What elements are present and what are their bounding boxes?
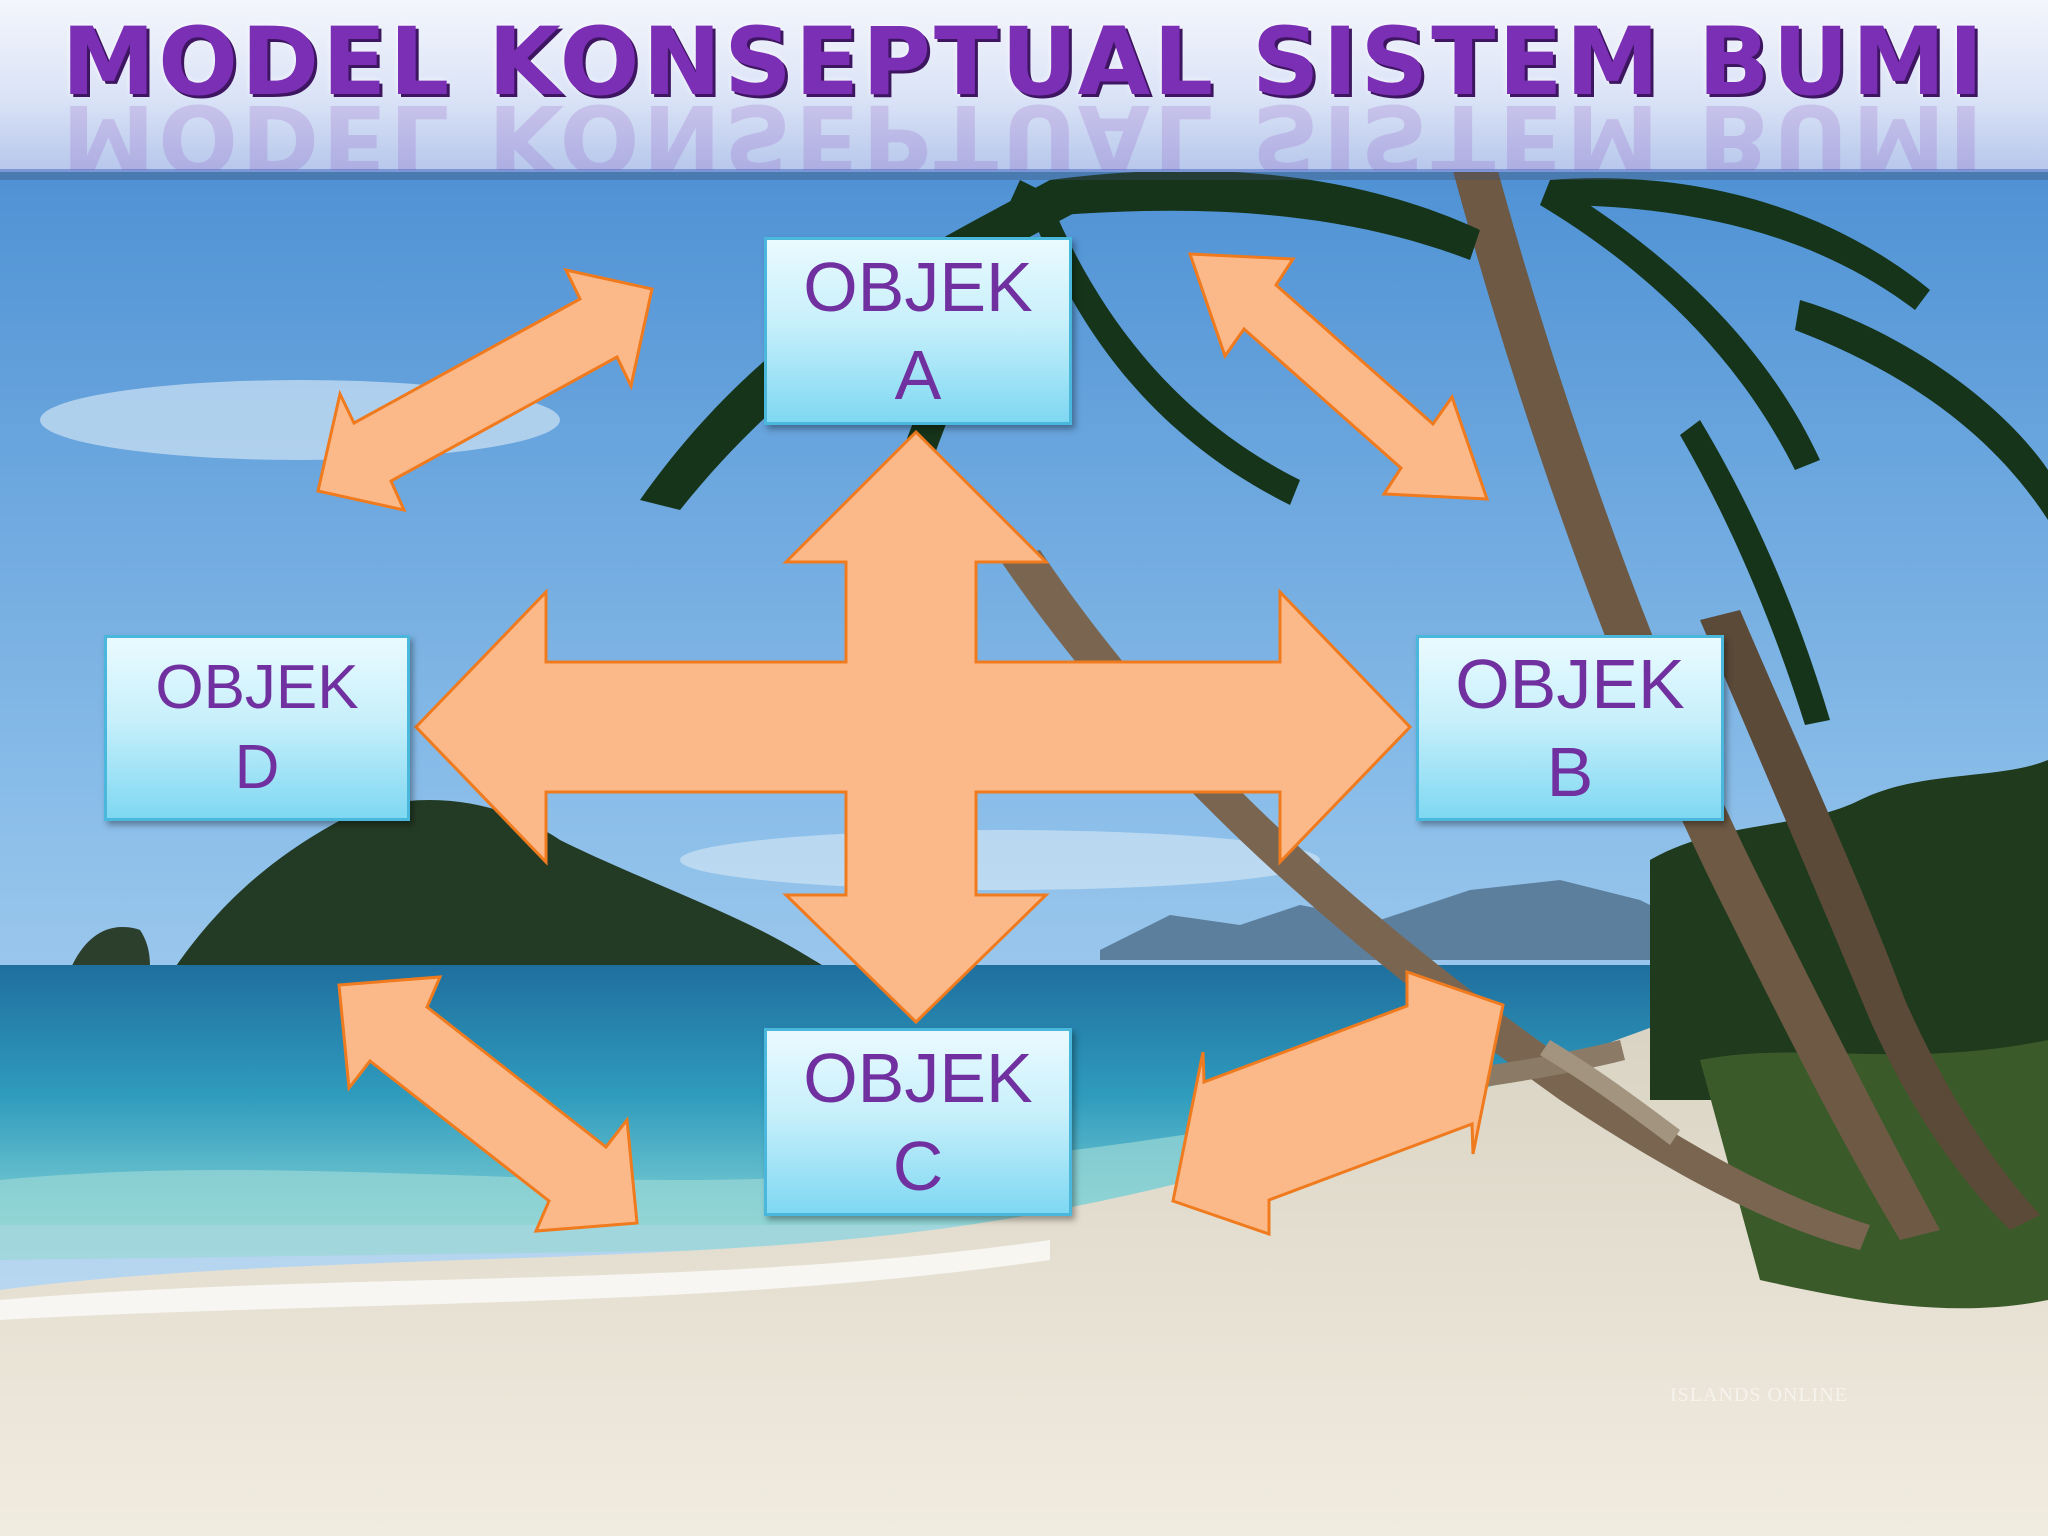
object-a-letter: A	[894, 336, 942, 414]
object-a-box: OBJEK A	[764, 237, 1072, 425]
photo-watermark: ISLANDS ONLINE	[1670, 1384, 1848, 1406]
object-d-label: OBJEK	[155, 653, 359, 722]
object-b-label: OBJEK	[1455, 645, 1685, 723]
diagonal-arrow-c-b	[1171, 969, 1505, 1237]
object-d-box: OBJEK D	[104, 635, 410, 821]
object-d-letter: D	[234, 733, 280, 802]
cross-arrow	[413, 429, 1413, 1025]
object-c-box: OBJEK C	[764, 1028, 1072, 1216]
title-bar: MODEL KONSEPTUAL SISTEM BUMI MODEL KONSE…	[0, 0, 2048, 172]
object-c-letter: C	[892, 1127, 944, 1205]
object-c-label: OBJEK	[803, 1039, 1033, 1117]
object-b-box: OBJEK B	[1416, 635, 1724, 821]
diagonal-arrow-d-c	[337, 975, 639, 1233]
diagonal-arrow-a-b	[1187, 252, 1490, 501]
object-a-label: OBJEK	[803, 248, 1033, 326]
object-b-letter: B	[1546, 733, 1594, 811]
slide-title: MODEL KONSEPTUAL SISTEM BUMI	[61, 8, 1987, 117]
diagonal-arrow-d-a	[316, 267, 654, 513]
